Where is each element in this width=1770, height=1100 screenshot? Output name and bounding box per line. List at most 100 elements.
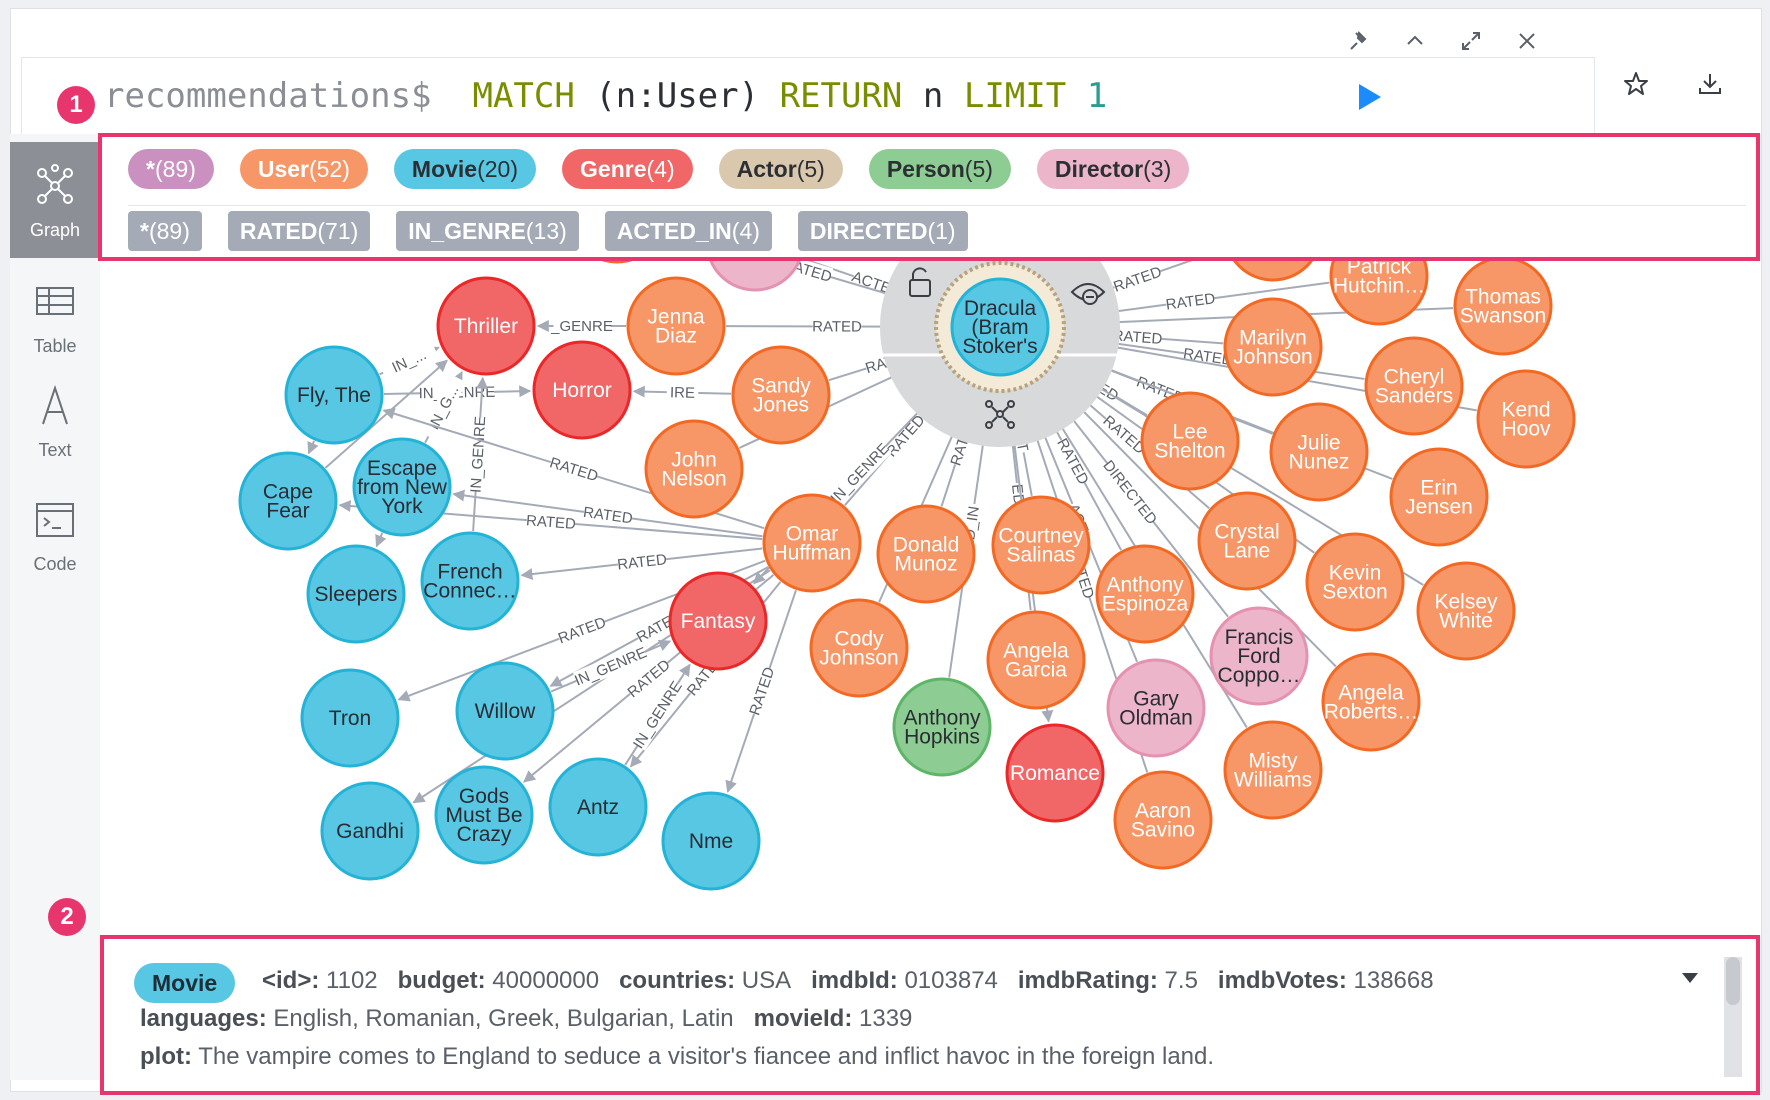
- query-text[interactable]: recommendations$ MATCH (n:User) RETURN n…: [104, 76, 1107, 116]
- relationship-edge[interactable]: [375, 532, 387, 548]
- chevron-down-icon[interactable]: [1680, 971, 1700, 985]
- node-circle[interactable]: [1223, 720, 1323, 820]
- node-circle[interactable]: [1106, 658, 1206, 758]
- hide-node-icon[interactable]: [1070, 283, 1106, 305]
- graph-node-sleepers[interactable]: Sleepers: [306, 544, 406, 644]
- node-circle[interactable]: [731, 345, 831, 445]
- relationship-type-chip[interactable]: DIRECTED(1): [797, 211, 968, 251]
- node-label-chip[interactable]: Genre(4): [562, 149, 693, 189]
- node-label-badge[interactable]: Movie: [134, 963, 236, 1003]
- node-label-chip[interactable]: Movie(20): [393, 149, 537, 189]
- node-circle[interactable]: [1321, 652, 1421, 752]
- node-circle[interactable]: [532, 340, 632, 440]
- node-circle[interactable]: [644, 419, 744, 519]
- node-label-chip[interactable]: Actor(5): [718, 149, 843, 189]
- node-circle[interactable]: [1005, 723, 1105, 823]
- graph-node-francis[interactable]: FrancisFordCoppo…: [1209, 606, 1309, 706]
- download-button[interactable]: [1683, 57, 1737, 111]
- node-circle[interactable]: [991, 495, 1091, 595]
- node-label-chip[interactable]: Person(5): [868, 149, 1011, 189]
- graph-node-angelar[interactable]: AngelaRoberts…: [1321, 652, 1421, 752]
- node-circle[interactable]: [986, 610, 1086, 710]
- sidebar-item-graph[interactable]: Graph: [10, 142, 100, 258]
- graph-node-fantasy[interactable]: Fantasy: [668, 571, 768, 671]
- node-circle[interactable]: [1113, 770, 1213, 870]
- graph-node-gandhi[interactable]: Gandhi: [320, 781, 420, 881]
- graph-node-romance[interactable]: Romance: [1005, 723, 1105, 823]
- expand-icon[interactable]: [1453, 23, 1489, 59]
- query-editor[interactable]: recommendations$ MATCH (n:User) RETURN n…: [21, 57, 1595, 137]
- node-circle[interactable]: [626, 276, 726, 376]
- graph-node-willow[interactable]: Willow: [455, 661, 555, 761]
- graph-node-french[interactable]: FrenchConnec…: [420, 531, 520, 631]
- graph-node-nme[interactable]: Nme: [661, 791, 761, 891]
- node-circle[interactable]: [300, 668, 400, 768]
- node-circle[interactable]: [320, 781, 420, 881]
- node-circle[interactable]: [668, 571, 768, 671]
- sidebar-item-table[interactable]: Table: [10, 258, 100, 374]
- node-circle[interactable]: [1364, 336, 1464, 436]
- sidebar-item-text[interactable]: Text: [10, 362, 100, 478]
- node-circle[interactable]: [1305, 532, 1405, 632]
- graph-node-horror[interactable]: Horror: [532, 340, 632, 440]
- node-circle[interactable]: [1140, 391, 1240, 491]
- node-circle[interactable]: [1223, 297, 1323, 397]
- run-button[interactable]: [1342, 70, 1396, 124]
- node-circle[interactable]: [1416, 561, 1516, 661]
- node-circle[interactable]: [548, 757, 648, 857]
- node-circle[interactable]: [1095, 544, 1195, 644]
- node-label-chip[interactable]: *(89): [128, 149, 214, 189]
- node-circle[interactable]: [352, 437, 452, 537]
- graph-node-antz[interactable]: Antz: [548, 757, 648, 857]
- node-circle[interactable]: [284, 345, 384, 445]
- node-circle[interactable]: [1476, 369, 1576, 469]
- relationship-type-chip[interactable]: RATED(71): [227, 211, 371, 251]
- graph-node-fly[interactable]: Fly, The: [284, 345, 384, 445]
- node-circle[interactable]: [876, 504, 976, 604]
- node-circle[interactable]: [434, 765, 534, 865]
- node-circle[interactable]: [892, 677, 992, 777]
- properties-scrollbar[interactable]: [1724, 957, 1742, 1077]
- node-circle[interactable]: [455, 661, 555, 761]
- node-circle[interactable]: [1209, 606, 1309, 706]
- relationship-type-chip[interactable]: IN_GENRE(13): [396, 211, 579, 251]
- expand-node-icon[interactable]: [985, 400, 1015, 429]
- node-circle[interactable]: [762, 493, 862, 593]
- sidebar-item-code[interactable]: Code: [10, 476, 100, 592]
- node-circle[interactable]: [1389, 447, 1489, 547]
- node-circle[interactable]: [436, 276, 536, 376]
- favorite-button[interactable]: [1609, 57, 1663, 111]
- node-label-chip[interactable]: User(52): [239, 149, 368, 189]
- node-circle[interactable]: [238, 451, 338, 551]
- node-circle[interactable]: [809, 598, 909, 698]
- node-circle[interactable]: [306, 544, 406, 644]
- node-circle[interactable]: [661, 791, 761, 891]
- close-icon[interactable]: [1509, 23, 1545, 59]
- collapse-icon[interactable]: [1397, 23, 1433, 59]
- node-circle[interactable]: [950, 277, 1050, 377]
- relationship-edge[interactable]: [307, 440, 319, 455]
